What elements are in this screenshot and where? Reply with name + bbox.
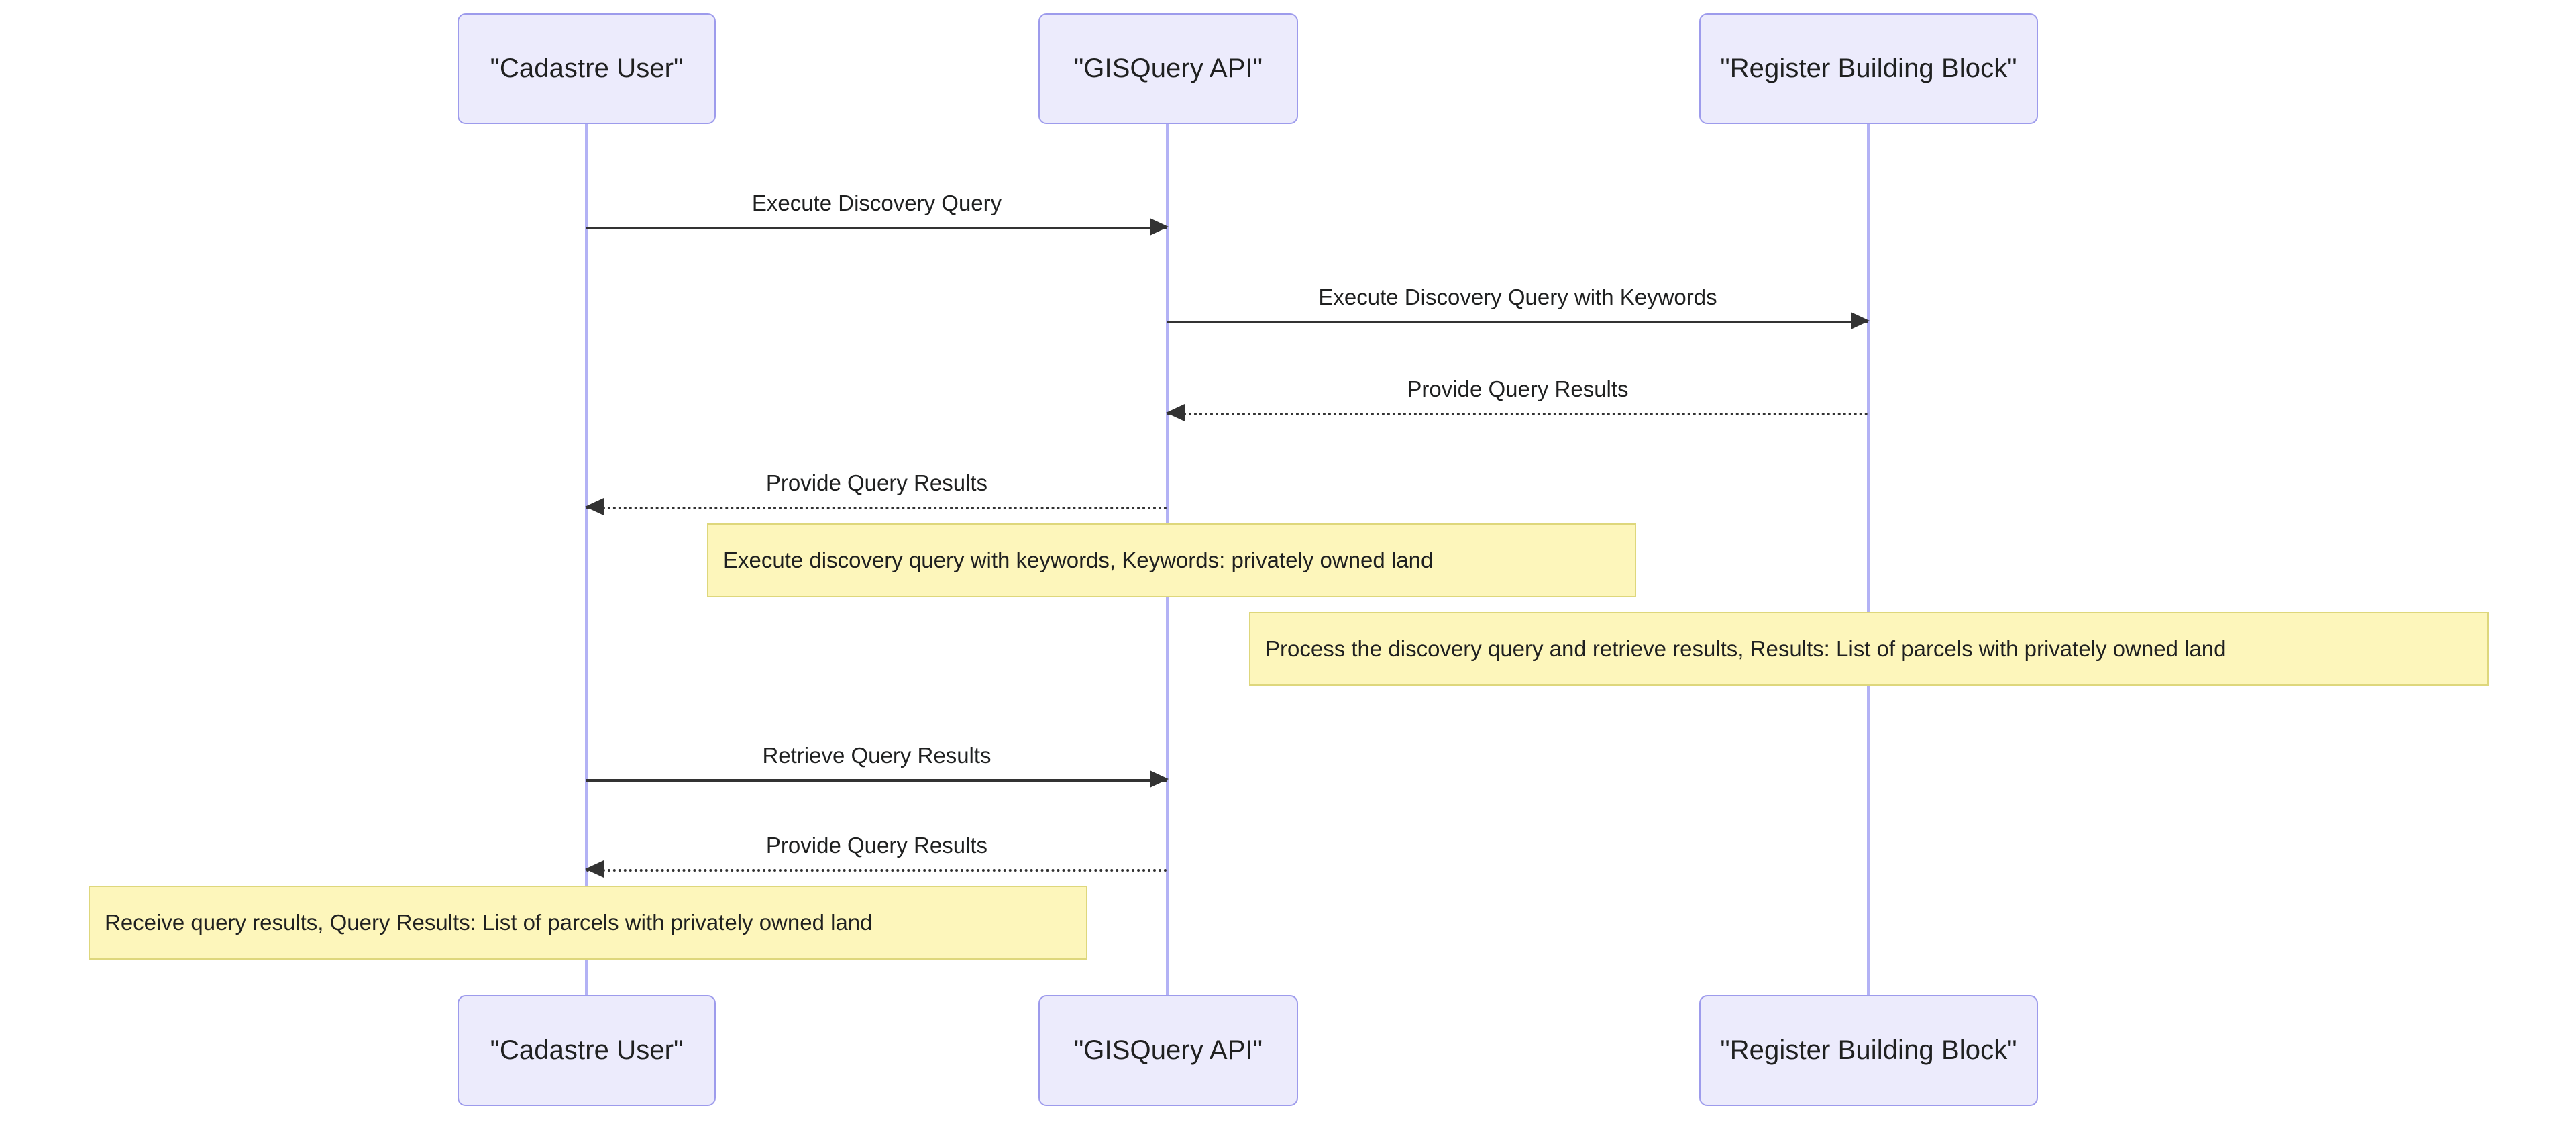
actor-box-top-register-building-block[interactable]: "Register Building Block" <box>1699 13 2038 124</box>
note-3-receive-query-results: Receive query results, Query Results: Li… <box>89 886 1087 960</box>
note-2-label: Process the discovery query and retrieve… <box>1265 636 2226 662</box>
actor-label-register-building-block-top: "Register Building Block" <box>1720 54 2017 83</box>
actor-box-bottom-gisquery-api[interactable]: "GISQuery API" <box>1038 995 1298 1106</box>
message-2-line <box>1167 321 1868 323</box>
actor-label-gisquery-api-bottom: "GISQuery API" <box>1073 1035 1263 1065</box>
message-2-label: Execute Discovery Query with Keywords <box>1318 285 1717 309</box>
message-6-label: Provide Query Results <box>765 833 988 858</box>
arrow-head-left-icon <box>585 498 604 515</box>
actor-label-register-building-block-bottom: "Register Building Block" <box>1720 1035 2017 1065</box>
message-5-label: Retrieve Query Results <box>762 743 991 768</box>
lifeline-cadastre-user <box>585 124 588 995</box>
arrow-head-right-icon <box>1150 770 1169 788</box>
message-5-line <box>586 779 1167 782</box>
message-1-line <box>586 227 1167 229</box>
message-3-line <box>1167 413 1868 415</box>
arrow-head-left-icon <box>1166 404 1185 421</box>
actor-box-top-gisquery-api[interactable]: "GISQuery API" <box>1038 13 1298 124</box>
arrow-head-right-icon <box>1851 312 1870 329</box>
message-4-line <box>586 507 1167 509</box>
message-3-label: Provide Query Results <box>1407 376 1629 401</box>
actor-box-bottom-cadastre-user[interactable]: "Cadastre User" <box>458 995 716 1106</box>
actor-label-cadastre-user-bottom: "Cadastre User" <box>490 1035 684 1065</box>
message-1-label: Execute Discovery Query <box>751 191 1002 215</box>
actor-label-gisquery-api-top: "GISQuery API" <box>1073 54 1263 83</box>
note-3-label: Receive query results, Query Results: Li… <box>105 910 873 935</box>
note-1-label: Execute discovery query with keywords, K… <box>723 548 1434 573</box>
lifeline-register-building-block <box>1867 124 1870 995</box>
actor-label-cadastre-user-top: "Cadastre User" <box>490 54 684 83</box>
arrow-head-left-icon <box>585 860 604 878</box>
actor-box-top-cadastre-user[interactable]: "Cadastre User" <box>458 13 716 124</box>
note-1-execute-discovery-query: Execute discovery query with keywords, K… <box>707 523 1636 597</box>
actor-box-bottom-register-building-block[interactable]: "Register Building Block" <box>1699 995 2038 1106</box>
message-6-line <box>586 869 1167 872</box>
note-2-process-discovery-query: Process the discovery query and retrieve… <box>1249 612 2489 686</box>
arrow-head-right-icon <box>1150 218 1169 236</box>
message-4-label: Provide Query Results <box>765 470 988 495</box>
